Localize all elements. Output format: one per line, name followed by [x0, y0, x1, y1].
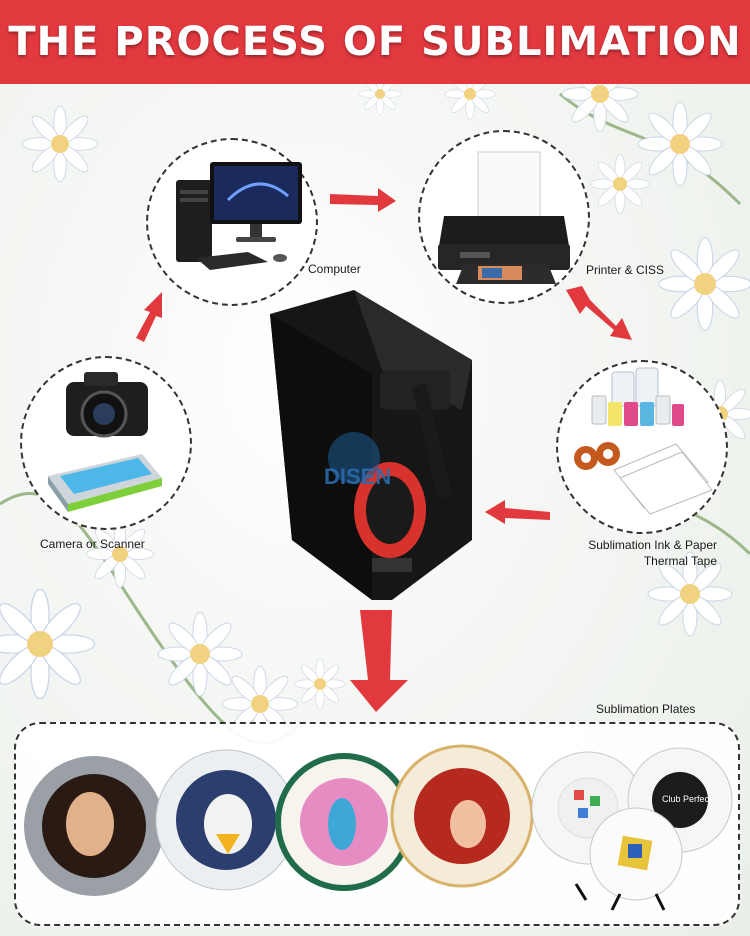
heat-press-machine: DISEN — [270, 290, 472, 600]
club-perfect-plate-text: Club Perfect — [662, 794, 712, 804]
ink-bottles-icon — [574, 367, 713, 515]
thermal-tape-label: Thermal Tape — [643, 554, 717, 568]
arrow-camera-to-computer — [136, 292, 162, 342]
plates-box: Club Perfect — [14, 722, 740, 926]
arrow-printer-ciss — [566, 286, 632, 340]
printer-icon — [438, 151, 570, 284]
computer-circle — [146, 138, 318, 306]
arrow-computer-to-printer — [330, 188, 396, 212]
paper-icon — [613, 443, 713, 515]
computer-label: Computer — [308, 262, 361, 276]
header-banner — [0, 0, 750, 84]
page-title: THE PROCESS OF SUBLIMATION — [8, 19, 742, 65]
camera-scanner-circle — [20, 356, 192, 530]
plates-label: Sublimation Plates — [596, 702, 696, 716]
ink-paper-label-line1: Sublimation Ink & Paper — [588, 538, 717, 552]
printer-label: Printer & CISS — [586, 263, 665, 277]
scanner-icon — [48, 454, 162, 512]
camera-scanner-label: Camera or Scanner — [40, 537, 145, 551]
printer-circle — [418, 130, 590, 304]
ink-paper-circle — [556, 360, 728, 534]
computer-icon — [176, 162, 302, 270]
sublimation-plates-icon: Club Perfect — [24, 744, 733, 911]
machine-brand-watermark: DISEN — [324, 464, 391, 489]
camera-icon — [48, 372, 162, 512]
arrow-press-to-plates — [350, 610, 408, 712]
arrow-ink-to-press — [485, 500, 550, 524]
